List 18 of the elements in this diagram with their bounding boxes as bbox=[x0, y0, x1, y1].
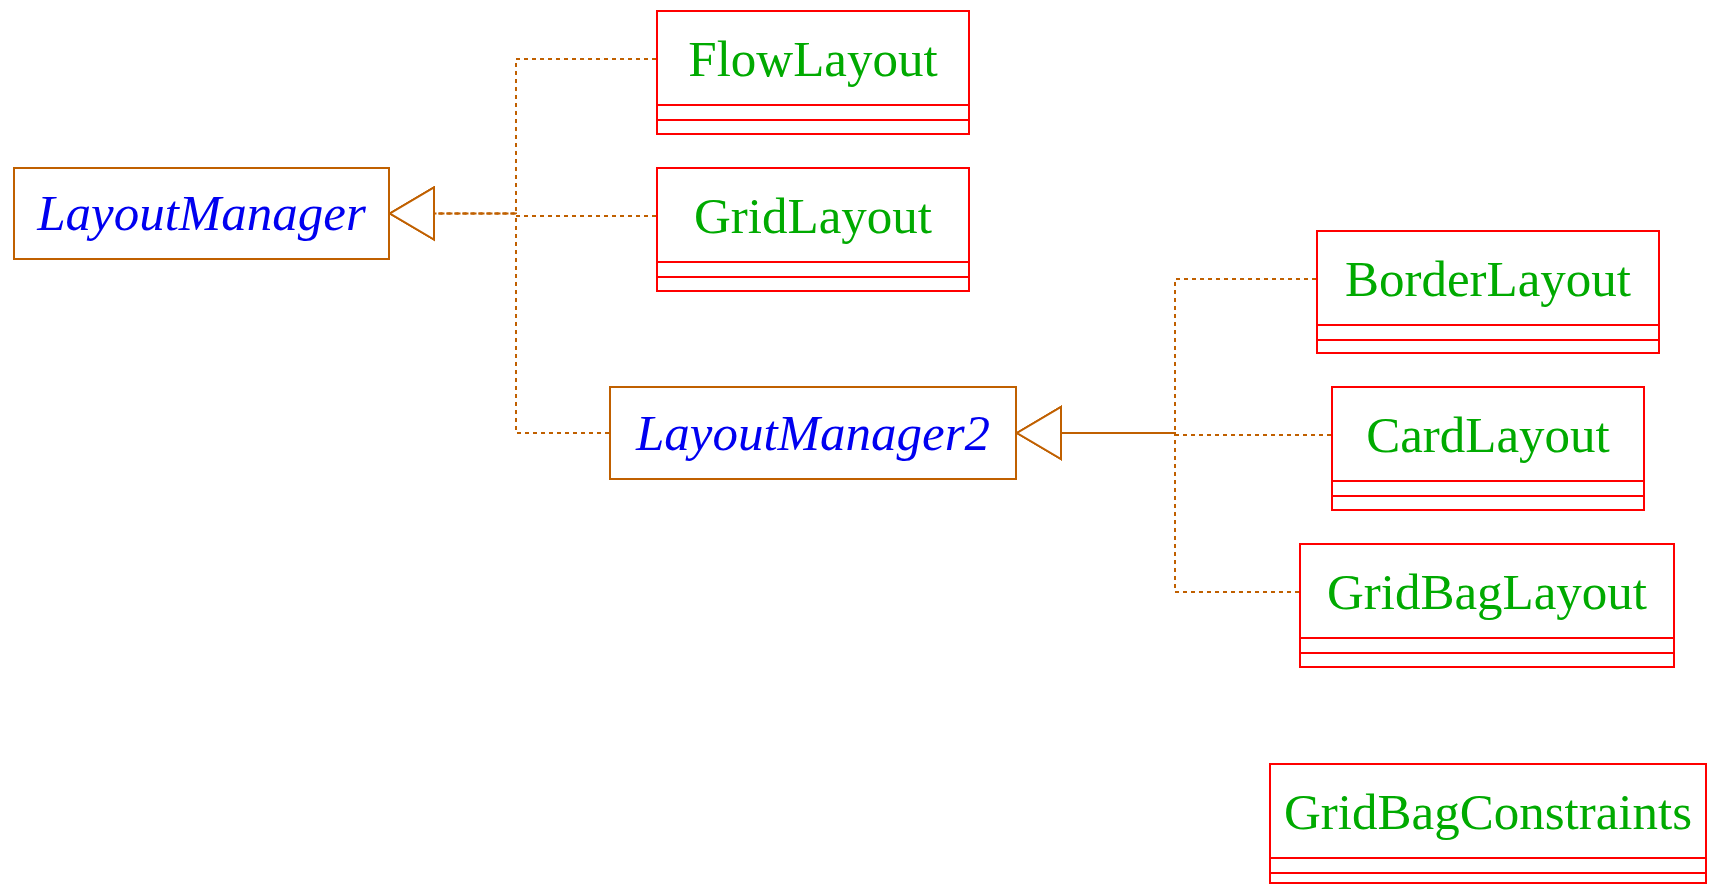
inheritance-arrow bbox=[1016, 406, 1300, 593]
interface-box bbox=[13, 167, 390, 260]
interface-box bbox=[609, 386, 1017, 480]
class-name: GridLayout bbox=[694, 190, 932, 242]
class-name: BorderLayout bbox=[1344, 253, 1632, 305]
class-name: FlowLayout bbox=[688, 33, 938, 85]
class-name: GridBagLayout bbox=[1326, 566, 1648, 618]
inheritance-arrow bbox=[389, 186, 610, 434]
class-box bbox=[1316, 230, 1660, 354]
class-name: CardLayout bbox=[1366, 409, 1610, 461]
interface-name: LayoutManager2 bbox=[635, 407, 991, 459]
class-box bbox=[1269, 763, 1707, 884]
interface-name: LayoutManager bbox=[37, 188, 366, 239]
class-name: GridBagConstraints bbox=[1284, 786, 1692, 838]
class-box bbox=[656, 167, 970, 292]
class-box bbox=[1331, 386, 1645, 511]
class-box bbox=[1299, 543, 1675, 668]
class-box bbox=[656, 10, 970, 135]
